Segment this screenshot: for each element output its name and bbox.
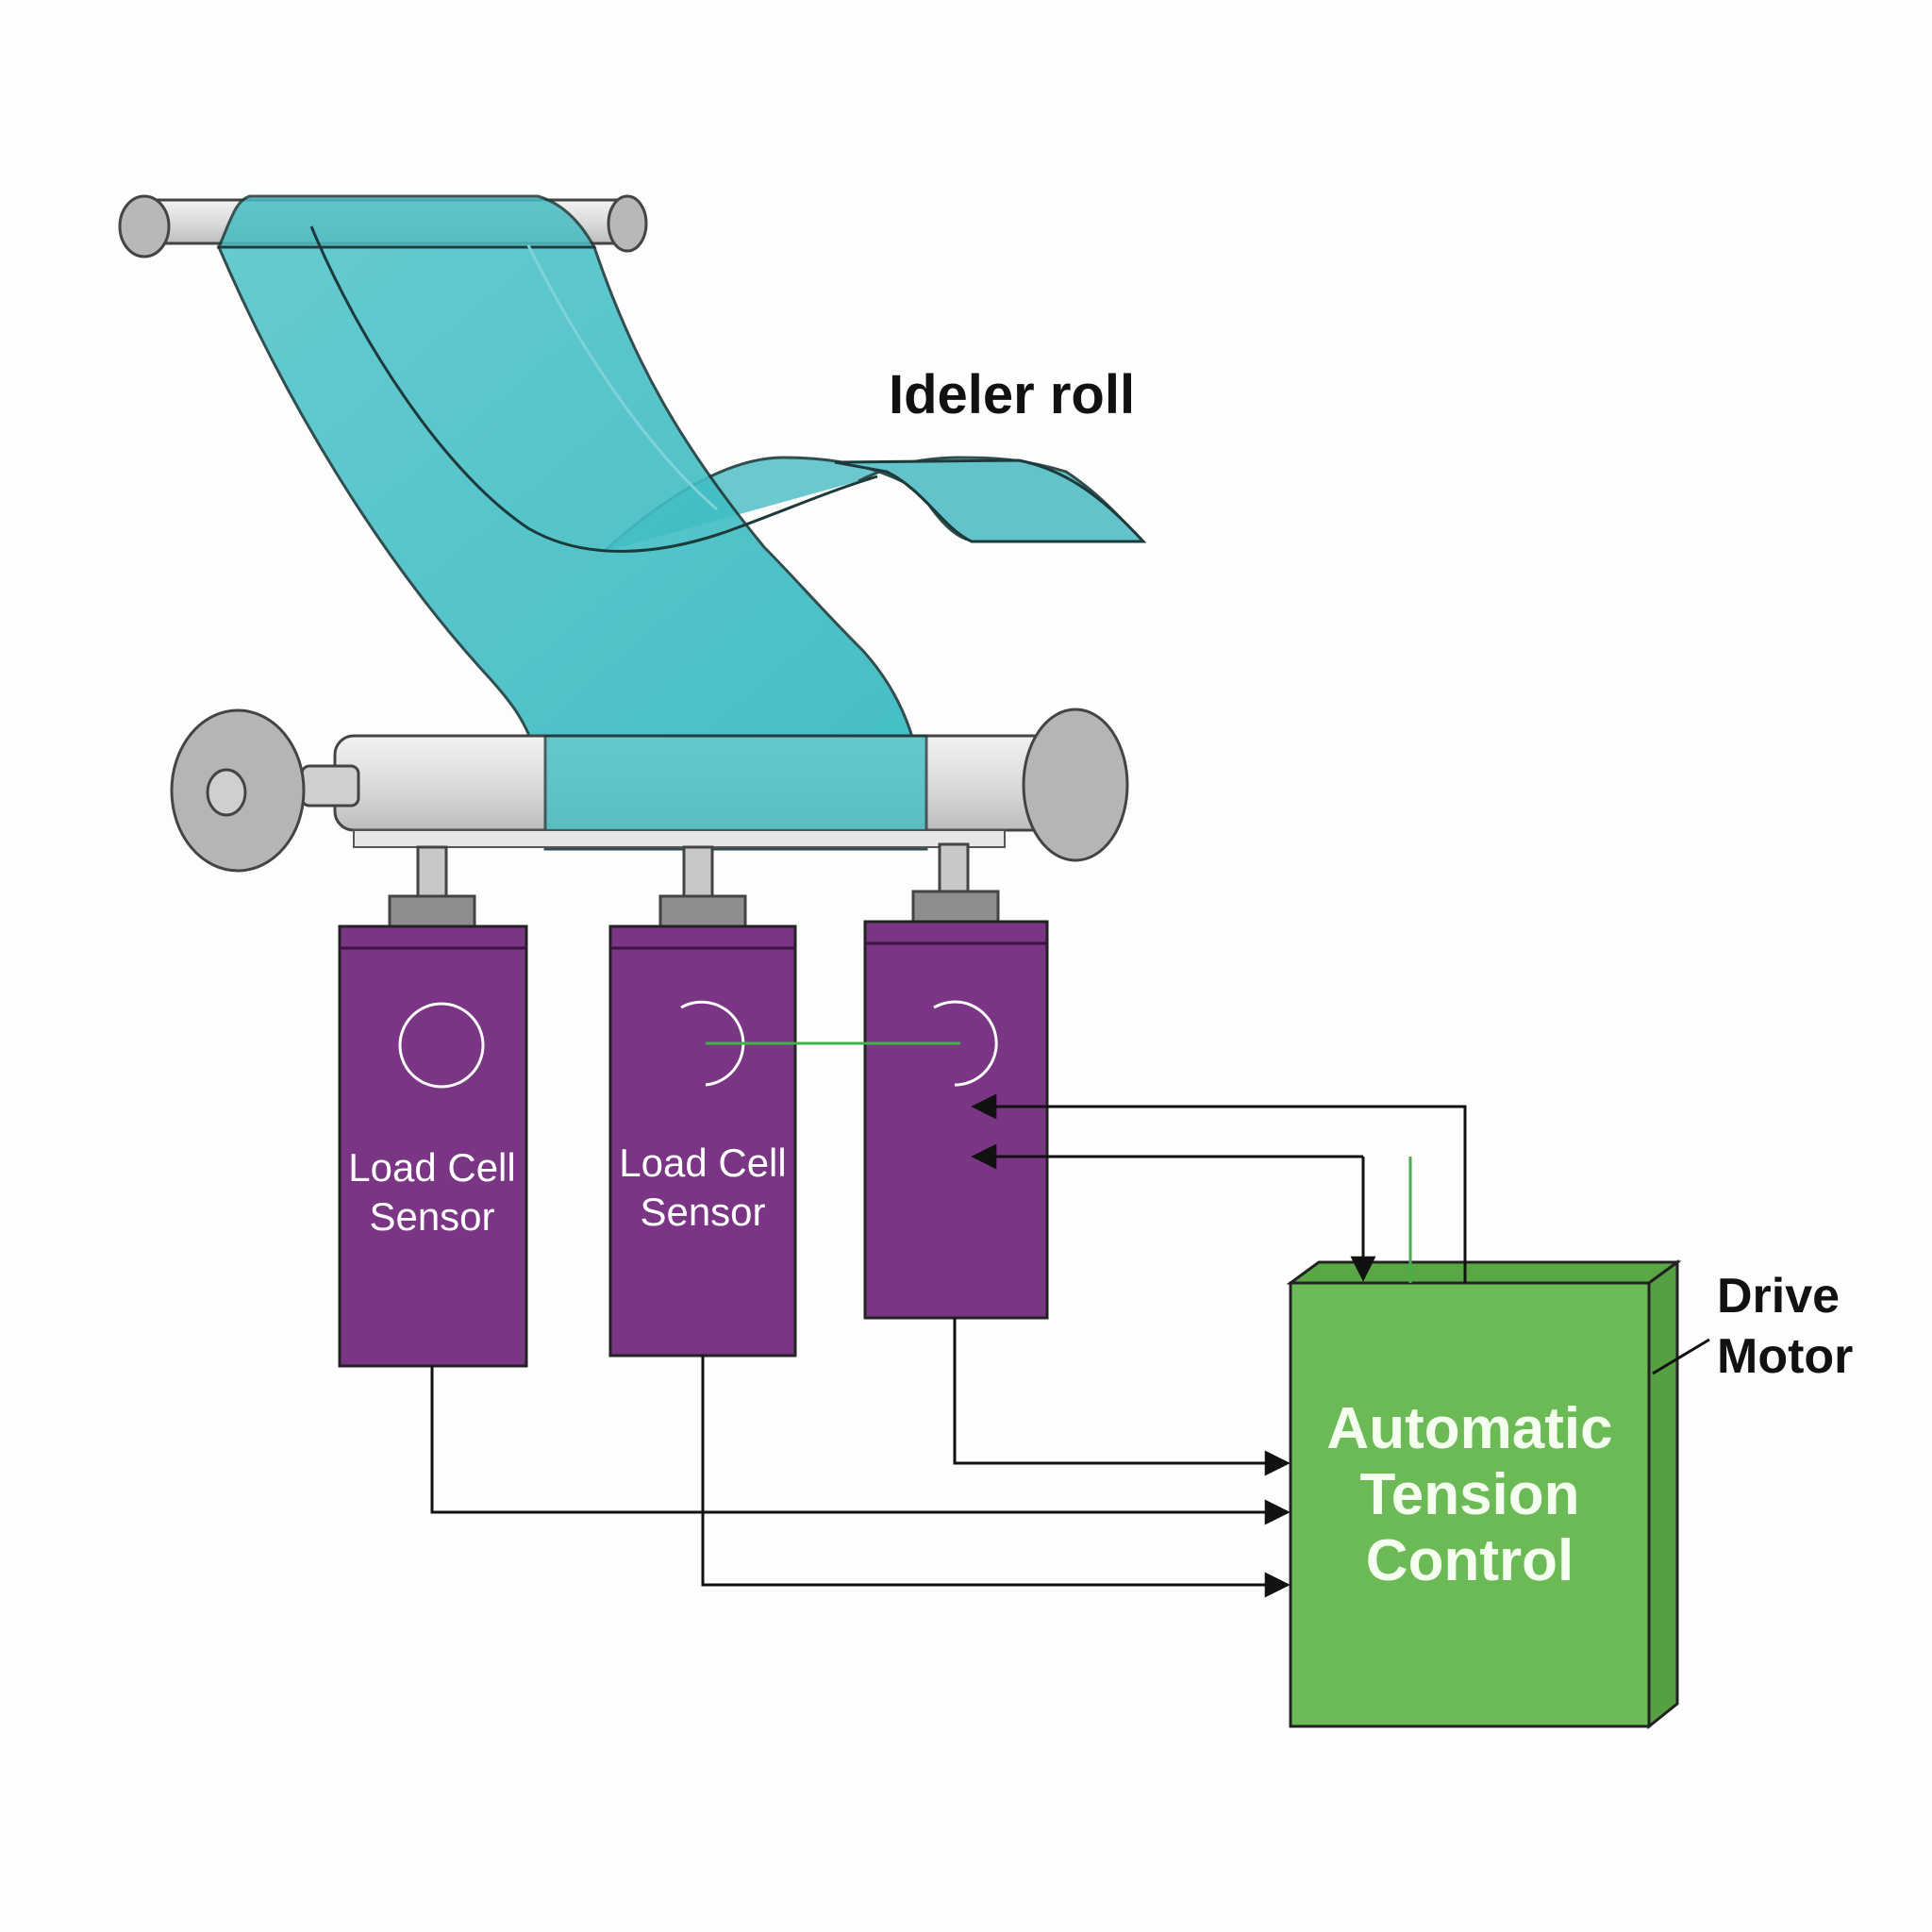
roller-hub <box>206 768 247 817</box>
signal-arrow <box>971 1093 1467 1283</box>
idler-axle <box>300 764 360 808</box>
idler-roll-label: Ideler roll <box>889 364 1136 425</box>
web-fold-line <box>309 225 878 553</box>
signal-arrow <box>953 1318 1291 1476</box>
load-cell-sensor-2 <box>608 924 797 1357</box>
sensor-2-label: Load Cell Sensor <box>608 1139 797 1237</box>
controller-box <box>1286 1259 1682 1730</box>
drive-motor-label-line2: Motor <box>1717 1329 1854 1384</box>
web-tail-end <box>834 458 1147 543</box>
web-over-idler <box>543 734 928 841</box>
sensor-1-label: Load Cell Sensor <box>338 1143 526 1241</box>
controller-front <box>1289 1281 1651 1728</box>
roller-end-disc <box>1022 708 1129 862</box>
controller-side <box>1647 1259 1679 1730</box>
web-top-wrap <box>216 194 597 249</box>
drive-motor-leader <box>1652 1338 1710 1375</box>
sensor-1-label-line1: Load Cell <box>348 1145 516 1190</box>
web-highlight <box>526 244 718 511</box>
controller-label-line1: Automatic <box>1326 1396 1613 1461</box>
controller-top <box>1286 1260 1682 1285</box>
roller-end-disc <box>607 194 648 253</box>
controller-label-line2: Tension <box>1359 1462 1580 1527</box>
web-material <box>216 194 1147 851</box>
roller-base-bar <box>353 829 1006 848</box>
signal-arrow <box>701 1356 1291 1598</box>
sensor-dial-icon <box>933 1000 998 1087</box>
signal-arrow <box>430 1366 1291 1525</box>
controller-label: Automatic Tension Control <box>1291 1396 1649 1594</box>
load-cell-sensor-3 <box>863 920 1049 1320</box>
controller-label-line3: Control <box>1365 1528 1574 1593</box>
drive-motor-label: Drive Motor <box>1717 1266 1853 1387</box>
sensor-1-label-line2: Sensor <box>369 1194 495 1239</box>
drive-motor-label-line1: Drive <box>1717 1269 1840 1324</box>
sensor-mounts <box>388 842 1000 928</box>
load-cell-sensor-1 <box>338 924 528 1368</box>
wiring <box>430 1093 1467 1598</box>
sensor-2-label-line2: Sensor <box>640 1190 766 1234</box>
sensor-dial-icon <box>398 1002 485 1089</box>
sensor-2-label-line1: Load Cell <box>619 1141 787 1185</box>
roller-end-disc <box>118 194 171 258</box>
sensor-dial-icon <box>680 1000 745 1087</box>
